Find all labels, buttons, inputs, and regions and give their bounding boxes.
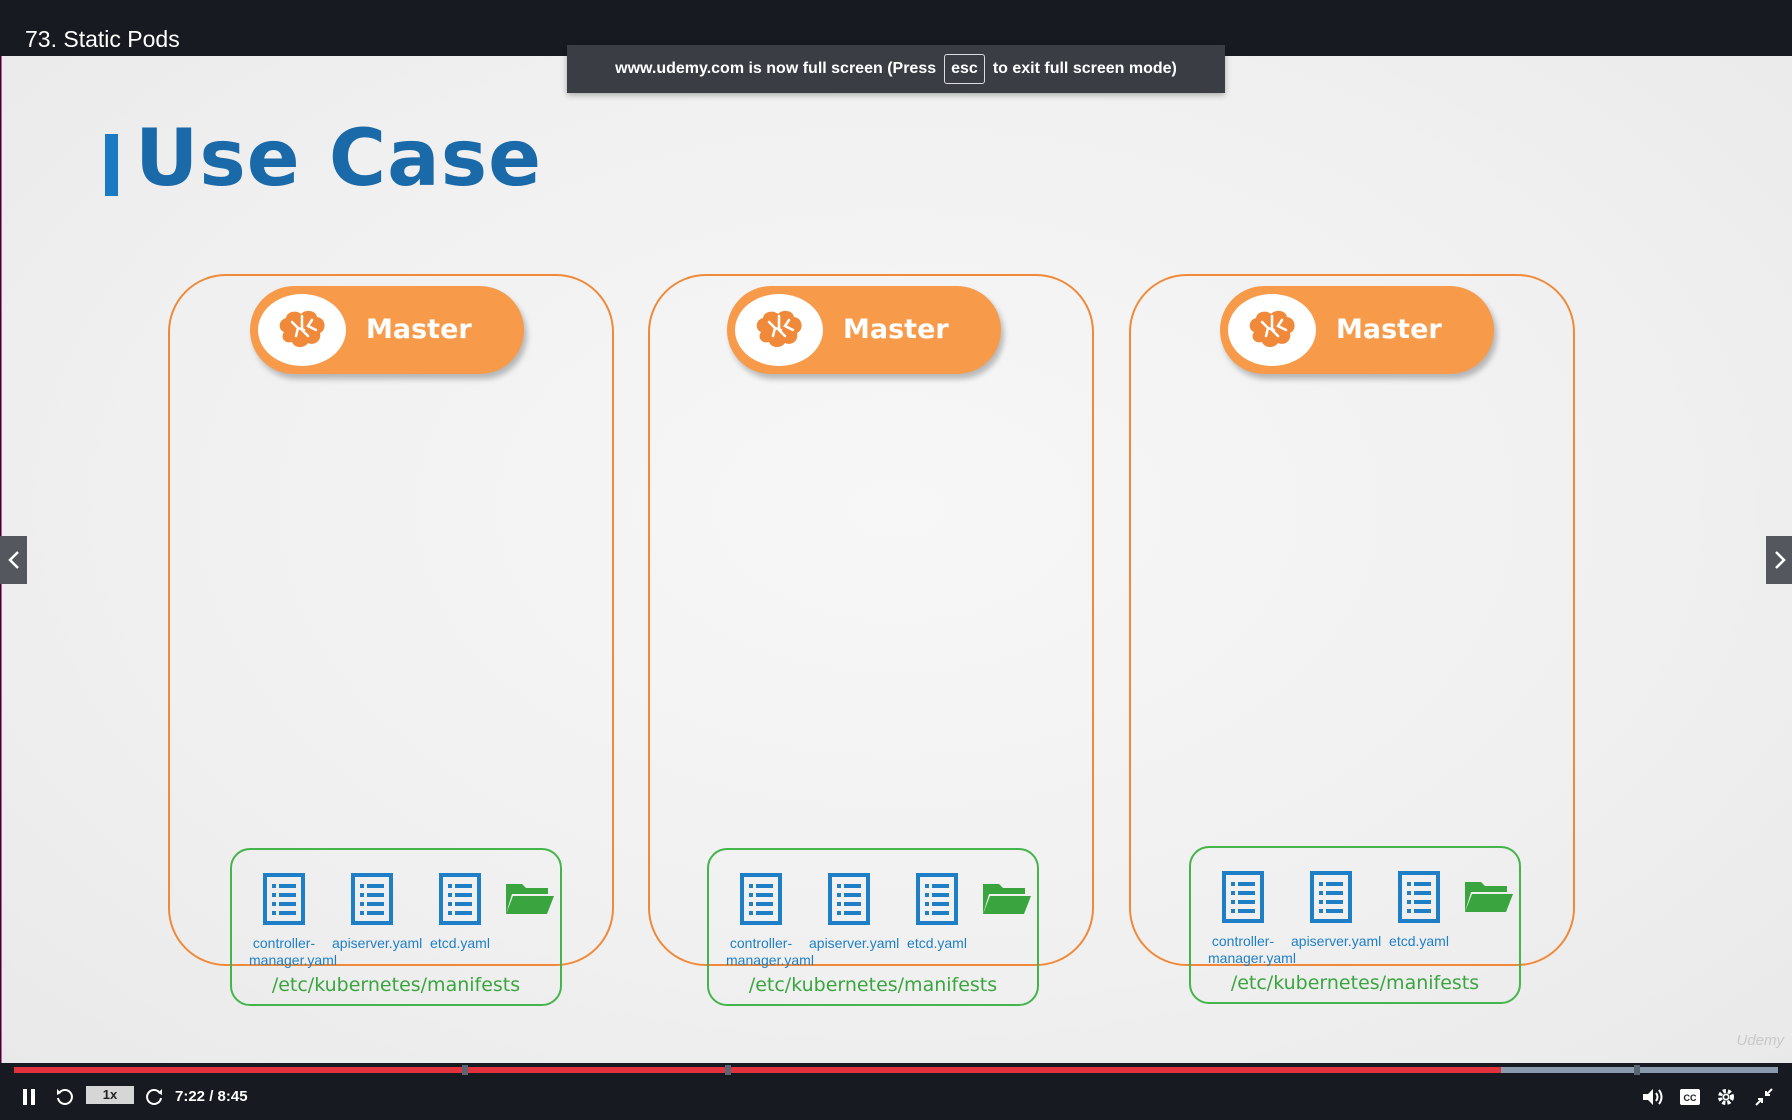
document-icon xyxy=(1310,871,1352,923)
rewind-icon[interactable] xyxy=(55,1087,75,1107)
next-lecture-button[interactable] xyxy=(1766,536,1792,584)
file-etcd: etcd.yaml xyxy=(420,872,500,952)
brain-icon xyxy=(735,294,823,366)
document-icon xyxy=(263,873,305,925)
manifests-folder-box: controller-manager.yaml apiserver.yaml e… xyxy=(1189,846,1521,1004)
document-icon xyxy=(828,873,870,925)
file-etcd: etcd.yaml xyxy=(897,872,977,952)
file-label: etcd.yaml xyxy=(430,935,490,951)
file-label: controller-manager.yaml xyxy=(249,935,337,968)
folder-icon xyxy=(506,884,554,914)
manifests-folder-box: controller-manager.yaml apiserver.yaml e… xyxy=(230,848,562,1006)
file-label: controller-manager.yaml xyxy=(726,935,814,968)
time-display: 7:22 / 8:45 xyxy=(175,1088,248,1105)
brain-icon xyxy=(258,294,346,366)
file-label: apiserver.yaml xyxy=(332,935,423,951)
file-label: etcd.yaml xyxy=(907,935,967,951)
manifests-folder-box: controller-manager.yaml apiserver.yaml e… xyxy=(707,848,1039,1006)
previous-lecture-button[interactable] xyxy=(0,536,27,584)
chapter-marker xyxy=(462,1065,468,1075)
progress-bar[interactable] xyxy=(14,1065,1778,1075)
exit-fullscreen-icon[interactable] xyxy=(1754,1087,1774,1107)
file-label: apiserver.yaml xyxy=(809,935,900,951)
svg-text:CC: CC xyxy=(1684,1093,1697,1103)
forward-icon[interactable] xyxy=(144,1087,164,1107)
chapter-marker xyxy=(725,1065,731,1075)
file-controller-manager: controller-manager.yaml xyxy=(1203,870,1296,967)
manifests-path: /etc/kubernetes/manifests xyxy=(271,974,521,996)
heading-accent-bar xyxy=(105,134,118,196)
file-apiserver: apiserver.yaml xyxy=(1291,870,1382,950)
pause-icon[interactable] xyxy=(22,1088,36,1106)
chevron-left-icon xyxy=(7,551,19,569)
document-icon xyxy=(1398,871,1440,923)
udemy-watermark: Udemy xyxy=(1736,1032,1784,1049)
master-node-3: Master controller-manager.yaml apiserver… xyxy=(1129,274,1575,1004)
master-pill: Master xyxy=(1220,286,1494,374)
document-icon xyxy=(916,873,958,925)
lecture-title: 73. Static Pods xyxy=(25,26,180,52)
slide-heading: Use Case xyxy=(135,114,543,204)
volume-icon[interactable] xyxy=(1642,1088,1664,1106)
manifests-path: /etc/kubernetes/manifests xyxy=(748,974,998,996)
document-icon xyxy=(740,873,782,925)
master-pill: Master xyxy=(250,286,524,374)
playback-speed-button[interactable]: 1x xyxy=(86,1086,134,1104)
file-controller-manager: controller-manager.yaml xyxy=(244,872,337,969)
file-label: etcd.yaml xyxy=(1389,933,1449,949)
esc-key: esc xyxy=(944,54,985,84)
toast-text-after: to exit full screen mode) xyxy=(992,60,1177,77)
master-node-1: Master controller-manager.yaml apiserver… xyxy=(168,274,614,1006)
video-slide[interactable]: Use Case Master controller-manager.yaml xyxy=(1,56,1792,1063)
file-apiserver: apiserver.yaml xyxy=(332,872,423,952)
master-pill: Master xyxy=(727,286,1001,374)
player-controls: 1x 7:22 / 8:45 CC xyxy=(0,1076,1792,1120)
master-label: Master xyxy=(843,314,949,345)
chevron-right-icon xyxy=(1774,551,1786,569)
folder-icon xyxy=(983,884,1031,914)
file-label: apiserver.yaml xyxy=(1291,933,1382,949)
fullscreen-toast: www.udemy.com is now full screen (Press … xyxy=(567,45,1225,93)
folder-icon xyxy=(1465,882,1513,912)
chapter-marker xyxy=(1634,1065,1640,1075)
brain-icon xyxy=(1228,294,1316,366)
file-apiserver: apiserver.yaml xyxy=(809,872,900,952)
file-etcd: etcd.yaml xyxy=(1379,870,1459,950)
master-node-2: Master controller-manager.yaml apiserver… xyxy=(648,274,1094,1006)
document-icon xyxy=(1222,871,1264,923)
master-label: Master xyxy=(1336,314,1442,345)
document-icon xyxy=(439,873,481,925)
settings-gear-icon[interactable] xyxy=(1716,1087,1736,1107)
captions-icon[interactable]: CC xyxy=(1679,1088,1701,1106)
master-label: Master xyxy=(366,314,472,345)
file-controller-manager: controller-manager.yaml xyxy=(721,872,814,969)
file-label: controller-manager.yaml xyxy=(1208,933,1296,966)
document-icon xyxy=(351,873,393,925)
toast-text-before: www.udemy.com is now full screen (Press xyxy=(615,60,937,77)
progress-played xyxy=(14,1067,1502,1073)
manifests-path: /etc/kubernetes/manifests xyxy=(1230,972,1480,994)
